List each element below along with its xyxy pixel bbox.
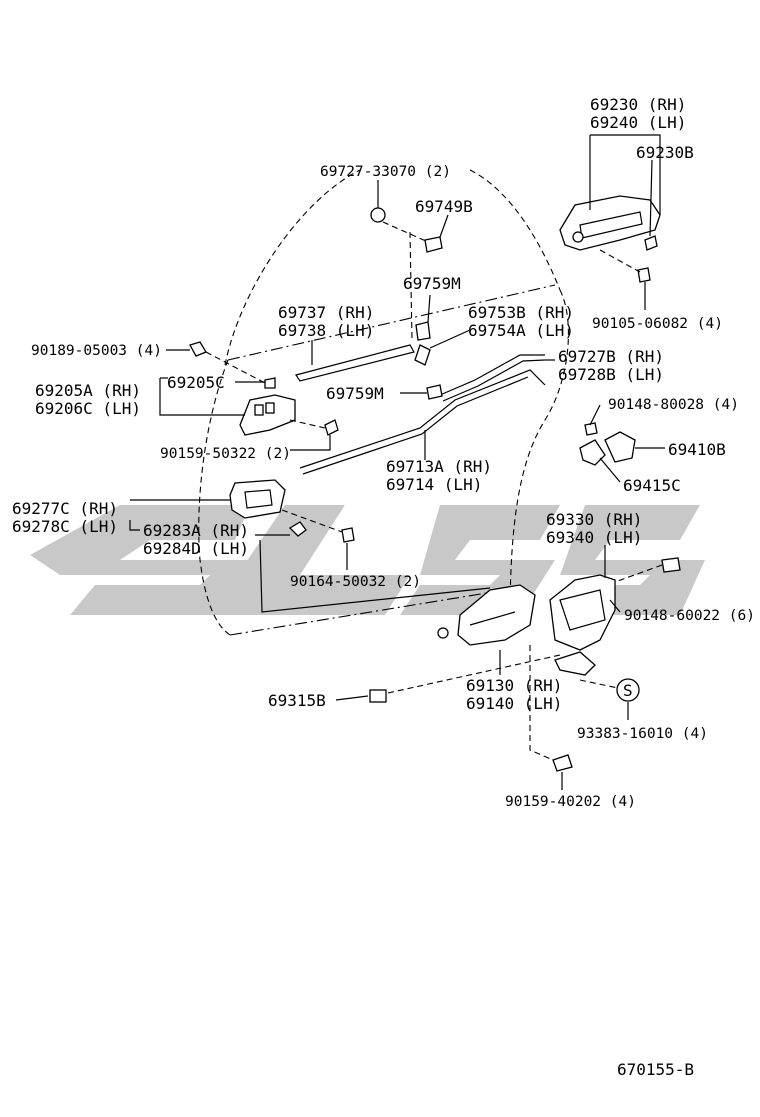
label-69315B: 69315B [268,691,326,710]
label-69230: 69230 (RH) [590,95,686,114]
watermark-logo [30,505,705,615]
label-90159-50322: 90159-50322 (2) [160,446,291,462]
label-69737: 69737 (RH) [278,303,374,322]
label-90148-80028: 90148-80028 (4) [608,397,739,413]
label-69749B: 69749B [415,197,473,216]
label-69283A: 69283A (RH) [143,521,249,540]
label-69727-33070: 69727-33070 (2) [320,164,451,180]
label-69230B: 69230B [636,143,694,162]
label-69727B: 69727B (RH) [558,347,664,366]
fasteners [189,207,681,772]
door-lock-69330 [549,574,616,676]
label-69140: 69140 (LH) [466,694,562,713]
label-90148-60022: 90148-60022 (6) [624,608,755,624]
label-69410B: 69410B [668,440,726,459]
label-69330: 69330 (RH) [546,510,642,529]
leader-lines [129,134,665,790]
label-90164-50032: 90164-50032 (2) [290,574,421,590]
part-69315B [369,689,387,703]
s-mark-circle [616,678,640,702]
label-69738: 69738 (LH) [278,321,374,340]
label-69284D: 69284D (LH) [143,539,249,558]
label-69278C: 69278C (LH) [12,517,118,536]
door-outline [198,169,569,636]
label-90159-40202: 90159-40202 (4) [505,794,636,810]
striker-parts [579,431,636,466]
label-69205C: 69205C [167,373,225,392]
label-69759M-top: 69759M [403,274,461,293]
label-69415C: 69415C [623,476,681,495]
label-90105-06082: 90105-06082 (4) [592,316,723,332]
s-mark-letter: S [623,681,633,700]
label-93383-16010: 93383-16010 (4) [577,726,708,742]
label-69340: 69340 (LH) [546,528,642,547]
label-69277C: 69277C (RH) [12,499,118,518]
bezel-69277 [229,479,307,537]
inside-handle-69205 [239,377,296,436]
label-90189-05003: 90189-05003 (4) [31,343,162,359]
label-69205A: 69205A (RH) [35,381,141,400]
label-69714: 69714 (LH) [386,475,482,494]
part-labels: 69727-33070 (2) 69749B 69759M 69737 (RH)… [12,95,755,1079]
rods [295,344,546,475]
label-69713A: 69713A (RH) [386,457,492,476]
label-69728B: 69728B (LH) [558,365,664,384]
label-69754A: 69754A (LH) [468,321,574,340]
label-69753B: 69753B (RH) [468,303,574,322]
lock-cylinder-69130 [437,584,536,646]
label-69759M-mid: 69759M [326,384,384,403]
figure-code: 670155-B [617,1060,694,1079]
label-69240: 69240 (LH) [590,113,686,132]
label-69130: 69130 (RH) [466,676,562,695]
label-69206C: 69206C (LH) [35,399,141,418]
outside-handle-69230 [559,195,661,251]
